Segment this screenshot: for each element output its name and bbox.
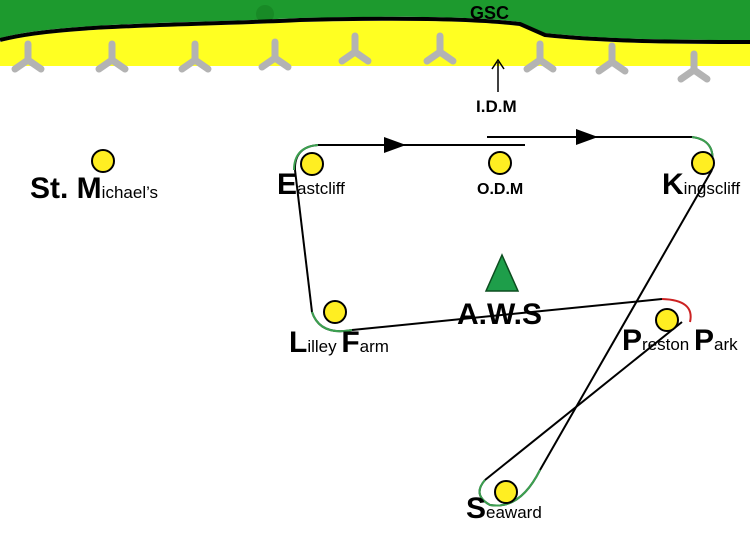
gsc-label: GSC bbox=[470, 3, 510, 23]
location-marker bbox=[300, 152, 324, 176]
odm-label: O.D.M bbox=[477, 181, 524, 198]
kingscliff-label: Kingscliff bbox=[662, 168, 741, 201]
beach-band bbox=[0, 20, 750, 66]
tree-icon bbox=[258, 38, 292, 71]
tree-icon bbox=[178, 40, 212, 73]
tree-icon bbox=[677, 50, 711, 83]
turn-segment-green bbox=[478, 469, 541, 507]
aws-label: A.W.S bbox=[457, 298, 543, 331]
location-marker bbox=[488, 151, 512, 175]
tree-icon bbox=[523, 40, 557, 73]
direction-arrow-icon bbox=[576, 129, 598, 145]
location-marker bbox=[691, 151, 715, 175]
tree-icon bbox=[11, 40, 45, 73]
tree-icon bbox=[595, 42, 629, 75]
idm-label: I.D.M bbox=[476, 97, 517, 116]
st-michaels-label: St. Michael’s bbox=[30, 172, 159, 205]
turn-segment-green bbox=[293, 144, 319, 171]
location-marker bbox=[91, 149, 115, 173]
tree-icon bbox=[95, 40, 129, 73]
turn-segment-red bbox=[661, 298, 692, 323]
lilley-farm-label: Lilley Farm bbox=[289, 326, 389, 359]
location-marker bbox=[655, 308, 679, 332]
eastcliff-label: Eastcliff bbox=[277, 168, 345, 201]
aws-triangle-icon bbox=[484, 253, 520, 292]
grass-dot bbox=[256, 5, 274, 23]
direction-arrow-icon bbox=[384, 137, 406, 153]
tree-icon bbox=[423, 32, 457, 65]
seaward-label: Seaward bbox=[466, 492, 542, 525]
idm-arrowhead bbox=[491, 58, 505, 70]
location-marker bbox=[323, 300, 347, 324]
grass-band bbox=[0, 0, 750, 40]
location-marker bbox=[494, 480, 518, 504]
preston-park-label: Preston Park bbox=[622, 324, 738, 357]
tree-icon bbox=[338, 32, 372, 65]
turn-segment-green bbox=[311, 311, 353, 333]
shoreline bbox=[0, 16, 750, 44]
